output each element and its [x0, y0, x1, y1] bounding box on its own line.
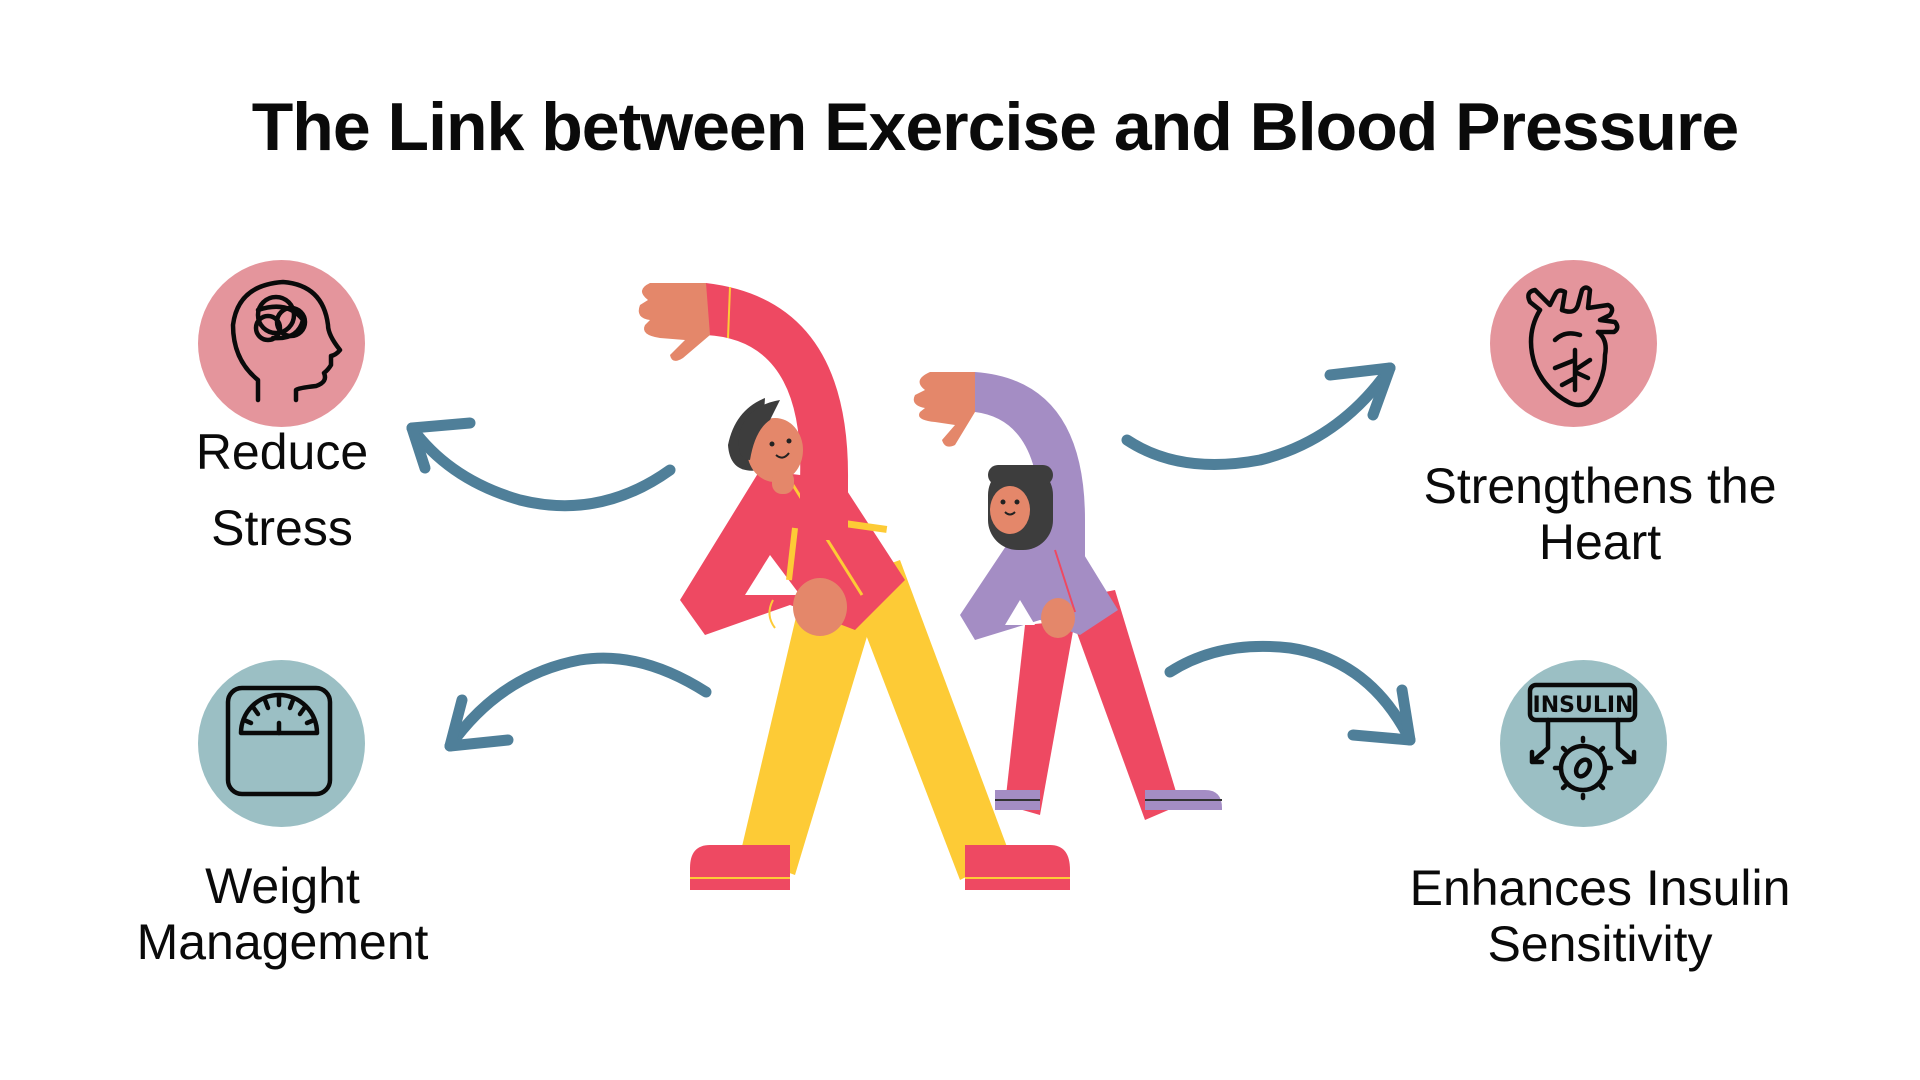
label-line-2: Management: [136, 914, 429, 970]
svg-text:INSULIN: INSULIN: [1533, 693, 1634, 718]
man-figure: [638, 283, 1070, 890]
insulin-sensitivity-label: Enhances Insulin Sensitivity: [1375, 860, 1825, 972]
label-line-2: Heart: [1538, 514, 1662, 570]
label-line-1: Enhances Insulin: [1409, 860, 1791, 916]
insulin-sensitivity-circle: INSULIN: [1500, 660, 1667, 827]
label-line-2: Sensitivity: [1487, 916, 1713, 972]
label-line-1: Weight: [205, 858, 360, 914]
arrow-to-weight-icon: [444, 652, 712, 752]
label-line-1: Strengthens the: [1423, 458, 1777, 514]
page-title: The Link between Exercise and Blood Pres…: [251, 89, 1740, 165]
reduce-stress-circle: [198, 260, 365, 427]
strengthens-heart-label: Strengthens the Heart: [1380, 458, 1820, 570]
label-line-2: Stress: [211, 500, 353, 556]
brain-head-icon: [230, 279, 343, 403]
insulin-cell-icon: INSULIN: [1527, 682, 1638, 801]
heart-icon: [1526, 285, 1620, 408]
weight-management-circle: [198, 660, 365, 827]
arrow-to-reduce-stress-icon: [406, 417, 676, 512]
weight-management-label: Weight Management: [80, 858, 485, 970]
label-line-1: Reduce: [195, 424, 369, 480]
arrow-to-heart-icon: [1121, 362, 1396, 470]
weighing-scale-icon: [225, 685, 333, 797]
strengthens-heart-circle: [1490, 260, 1657, 427]
arrow-to-insulin-icon: [1164, 640, 1416, 746]
woman-figure: [913, 372, 1222, 820]
reduce-stress-label: Reduce Stress: [122, 424, 442, 556]
